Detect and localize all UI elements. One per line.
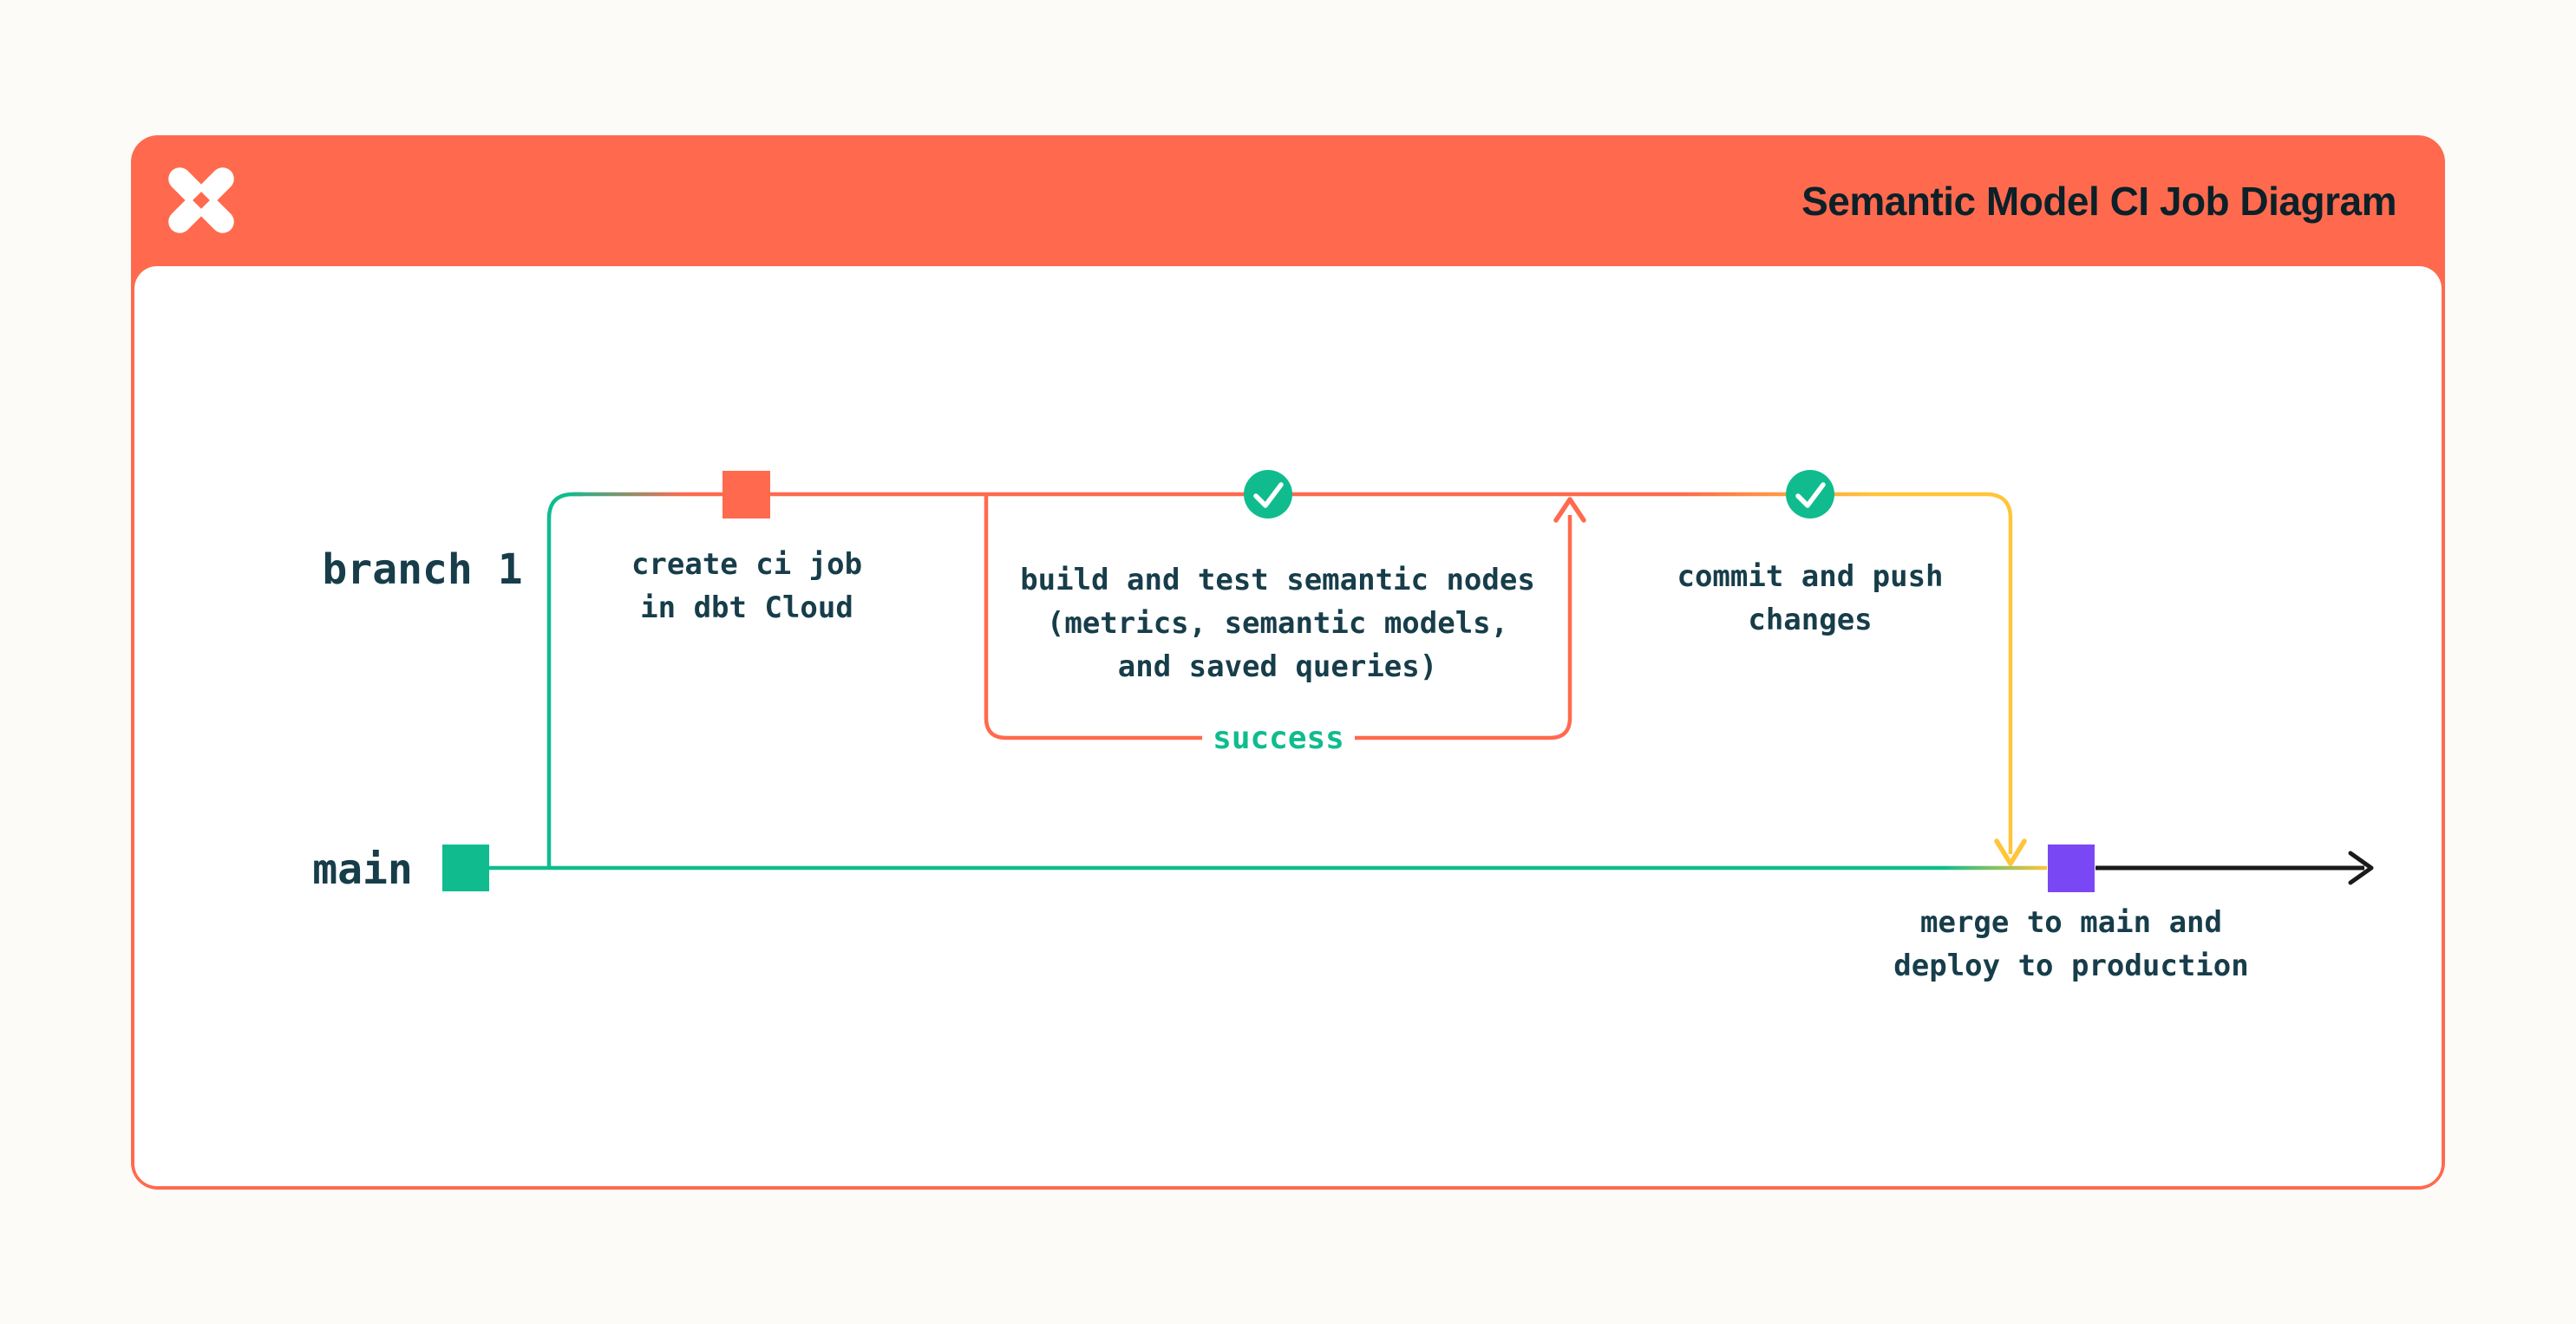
main-label: main bbox=[312, 845, 413, 894]
branch-1-label: branch 1 bbox=[322, 545, 523, 594]
diagram-card: Semantic Model CI Job Diagram bbox=[132, 136, 2444, 1189]
build-test-text: build and test semantic nodes(metrics, s… bbox=[1020, 563, 1535, 684]
card-header: Semantic Model CI Job Diagram bbox=[132, 136, 2444, 266]
page-title: Semantic Model CI Job Diagram bbox=[1801, 179, 2396, 224]
success-label: success bbox=[1213, 721, 1344, 756]
card-body bbox=[134, 266, 2442, 1186]
dbt-logo-icon bbox=[168, 167, 234, 233]
